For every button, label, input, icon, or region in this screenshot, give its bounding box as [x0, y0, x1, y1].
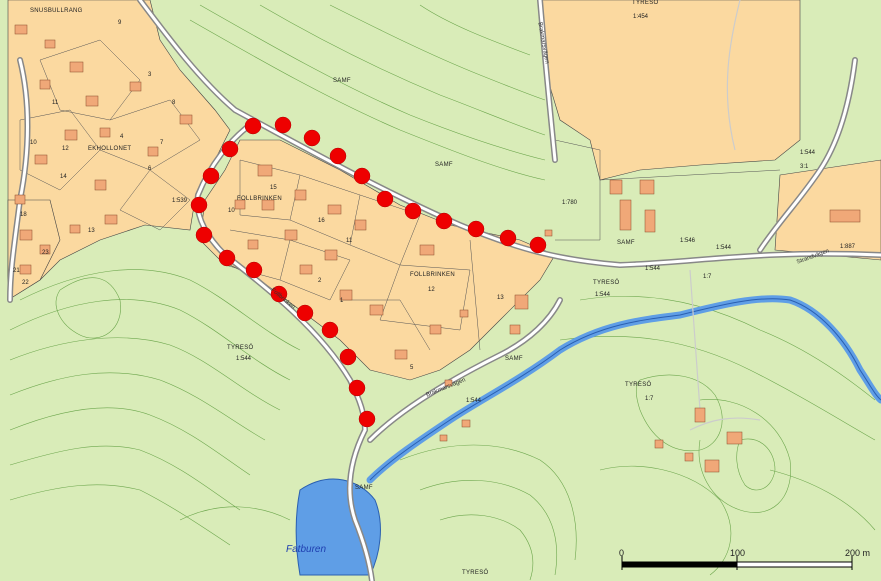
route-marker: [435, 212, 453, 230]
route-marker: [358, 410, 376, 428]
scale-label-end: 200 m: [845, 548, 871, 558]
parcel-label: 1:454: [633, 14, 649, 20]
place-label: SAMF: [435, 162, 453, 168]
route-marker: [376, 190, 394, 208]
route-marker: [244, 117, 262, 135]
parcel-number: 3: [148, 72, 152, 78]
place-label: TYRESÖ: [625, 382, 652, 388]
buildings: [14, 24, 861, 473]
parcel-number: 10: [228, 208, 235, 214]
place-label: SAMF: [617, 240, 635, 246]
route-marker: [467, 220, 485, 238]
parcel-number: 15: [270, 185, 277, 191]
parcel-label: 3:1: [800, 164, 809, 170]
route-markers: [190, 116, 547, 428]
route-marker: [221, 140, 239, 158]
parcel-number: 16: [318, 218, 325, 224]
place-label: EKHOLLONET: [88, 146, 132, 152]
parcel-label: 1:544: [716, 245, 732, 251]
scale-label-start: 0: [619, 548, 625, 558]
parcel-number: 18: [20, 212, 27, 218]
place-label: SNUSBULLRANG: [30, 8, 83, 14]
parcel-number: 1: [340, 298, 344, 304]
parcel-number: 11: [346, 238, 353, 244]
parcel-number: 8: [172, 100, 176, 106]
route-marker: [303, 129, 321, 147]
parcel-label: 1:544: [466, 398, 482, 404]
parcel-label: 1:7: [645, 396, 654, 402]
parcel-label: 1:546: [680, 238, 696, 244]
route-marker: [499, 229, 517, 247]
route-marker: [245, 261, 263, 279]
parcel-label: 1:887: [840, 244, 856, 250]
parcel-number: 23: [42, 250, 49, 256]
parcel-number: 14: [60, 174, 67, 180]
residential-areas: [7, 0, 881, 381]
parcel-number: 5: [410, 365, 414, 371]
place-label: SAMF: [355, 485, 373, 491]
route-marker: [339, 348, 357, 366]
parcel-number: 12: [62, 146, 69, 152]
place-label: TYRESÖ: [632, 0, 659, 6]
parcel-label: 1:544: [800, 150, 816, 156]
place-label: FOLLBRINKEN: [237, 196, 282, 202]
parcel-number: 6: [148, 166, 152, 172]
parcel-label: 1:780: [562, 200, 578, 206]
route-marker: [353, 167, 371, 185]
minor-paths: [689, 0, 761, 431]
place-label: TYRESÖ: [593, 280, 620, 286]
route-marker: [190, 196, 208, 214]
parcel-label: 1:544: [595, 292, 611, 298]
route-marker: [218, 249, 236, 267]
water-bodies: [295, 478, 381, 576]
place-label: SAMF: [333, 78, 351, 84]
route-marker: [329, 147, 347, 165]
parcel-label: 1:544: [645, 266, 661, 272]
parcel-number: 11: [52, 100, 59, 106]
contour-lines: [9, 4, 876, 581]
place-label: FOLLBRINKEN: [410, 272, 455, 278]
parcel-label: 1:544: [236, 356, 252, 362]
route-marker: [296, 304, 314, 322]
route-marker: [195, 226, 213, 244]
route-marker: [321, 321, 339, 339]
parcel-number: 22: [22, 280, 29, 286]
route-marker: [274, 116, 292, 134]
parcel-label: 1:7: [703, 274, 712, 280]
route-marker: [404, 202, 422, 220]
parcel-number: 4: [120, 134, 124, 140]
place-label: SAMF: [505, 356, 523, 362]
route-marker: [529, 236, 547, 254]
parcel-number: 9: [118, 20, 122, 26]
route-marker: [348, 379, 366, 397]
parcel-number: 2: [318, 278, 322, 284]
place-label: TYRESÖ: [462, 570, 489, 576]
place-label: TYRESÖ: [227, 345, 254, 351]
scale-bar: [621, 556, 853, 570]
parcel-number: 13: [88, 228, 95, 234]
parcel-number: 13: [497, 295, 504, 301]
scale-label-mid: 100: [730, 548, 746, 558]
route-marker: [202, 167, 220, 185]
parcel-number: 10: [30, 140, 37, 146]
parcel-number: 7: [160, 140, 164, 146]
parcel-label: 1:539: [172, 198, 188, 204]
lake-label: Fatburen: [286, 544, 327, 555]
parcel-number: 12: [428, 287, 435, 293]
route-marker: [270, 285, 288, 303]
parcel-number: 21: [13, 268, 20, 274]
